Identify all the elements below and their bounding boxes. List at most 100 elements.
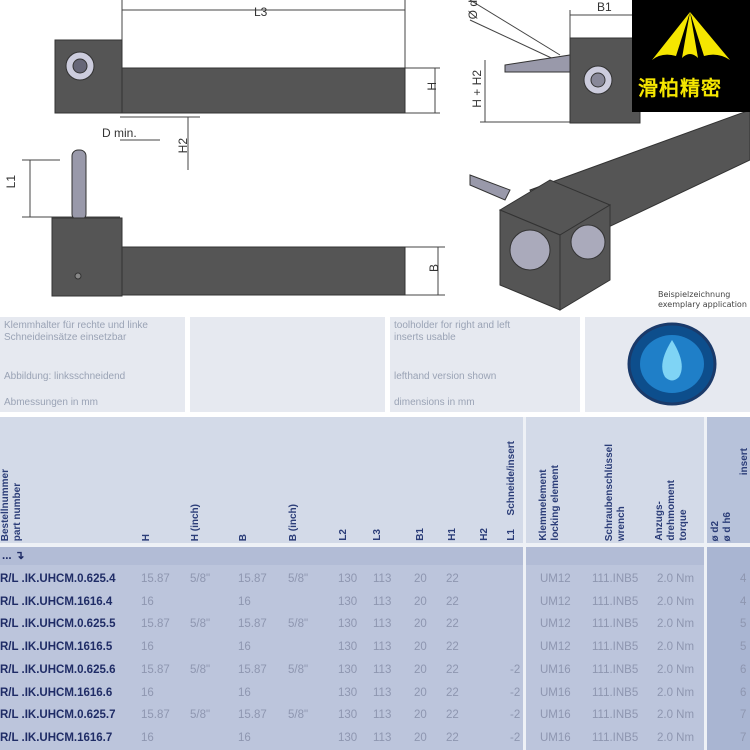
info-text: inserts usable: [394, 332, 456, 343]
cell-d2: 5: [740, 641, 747, 654]
cell-lock: UM12: [540, 641, 571, 654]
cell-h1: 22: [446, 686, 459, 699]
product-table: ... ↴: [0, 547, 750, 750]
cell-l2: 130: [338, 618, 358, 631]
cell-part: R/L .IK.UHCM.0.625.6: [0, 663, 116, 676]
header-h: H: [141, 533, 152, 541]
cell-b1: 20: [414, 595, 427, 608]
coolant-badge-box: [585, 317, 750, 412]
header-divider: [0, 543, 750, 547]
cell-torque: 2.0 Nm: [657, 573, 695, 585]
cell-h: 15.87: [141, 618, 170, 631]
cell-l3: 113: [373, 709, 392, 722]
cell-d2: 4: [740, 573, 747, 585]
cell-torque: 2.0 Nm: [657, 686, 695, 699]
cell-h: 15.87: [141, 709, 170, 722]
cell-wrench: 111.INB5: [592, 663, 639, 676]
cell-h1: 22: [446, 641, 459, 654]
header-insert: Schneide/insert: [506, 440, 517, 515]
dim-h-plus-h2: H + H2: [470, 70, 484, 108]
cell-h: 15.87: [141, 573, 170, 585]
header-b-inch: B (inch): [288, 503, 299, 541]
cell-h: 16: [141, 686, 154, 699]
header-h-inch: H (inch): [190, 503, 201, 541]
cell-l1: -2: [510, 686, 521, 699]
cell-lock: UM12: [540, 573, 571, 585]
cell-wrench: 111.INB5: [592, 641, 639, 654]
cell-l2: 130: [338, 709, 358, 722]
info-text: dimensions in mm: [394, 397, 475, 408]
cell-part: R/L .IK.UHCM.1616.6: [0, 686, 113, 699]
cell-b: 16: [238, 686, 251, 699]
info-text: Abmessungen in mm: [4, 397, 98, 408]
cell-wrench: 111.INB5: [592, 731, 639, 744]
cell-torque: 2.0 Nm: [657, 641, 695, 654]
cell-lock: UM16: [540, 663, 571, 676]
cell-part: R/L .IK.UHCM.0.625.5: [0, 618, 116, 631]
cell-h1: 22: [446, 595, 459, 608]
cell-torque: 2.0 Nm: [657, 709, 695, 722]
cell-l3: 113: [373, 595, 392, 608]
header-h1: H1: [447, 528, 458, 541]
cell-h: 16: [141, 595, 154, 608]
cell-l1: -2: [510, 731, 521, 744]
cell-b-inch: 5/8": [288, 618, 309, 631]
header-b1: B1: [415, 528, 426, 541]
cell-lock: UM16: [540, 709, 571, 722]
info-text: lefthand version shown: [394, 371, 497, 382]
cell-l1: -2: [510, 663, 521, 676]
cell-d2: 5: [740, 618, 747, 631]
cell-wrench: 111.INB5: [592, 595, 639, 608]
header-h2: H2: [479, 528, 490, 541]
dim-h2: H2: [176, 138, 190, 154]
info-text: Klemmhalter für rechte und linke: [4, 320, 148, 331]
cell-part: R/L .IK.UHCM.1616.5: [0, 641, 113, 654]
cell-h-inch: 5/8": [190, 663, 211, 676]
cell-part: R/L .IK.UHCM.1616.4: [0, 595, 113, 608]
cell-b1: 20: [414, 618, 427, 631]
cell-b: 15.87: [238, 709, 267, 722]
dim-d: Ø d: [466, 0, 480, 20]
cell-l1: -2: [510, 709, 521, 722]
cell-l3: 113: [373, 618, 392, 631]
logo-mark-icon: [652, 12, 730, 60]
cell-lock: UM16: [540, 686, 571, 699]
header-l2: L2: [338, 529, 349, 541]
dim-b: B: [427, 264, 441, 273]
cell-d2: 7: [740, 709, 747, 722]
info-en: toolholder for right and left inserts us…: [390, 317, 580, 412]
info-de: Klemmhalter für rechte und linke Schneid…: [0, 317, 185, 412]
info-blank: [190, 317, 385, 412]
cell-l2: 130: [338, 595, 358, 608]
cell-b: 15.87: [238, 573, 267, 585]
cell-b: 15.87: [238, 618, 267, 631]
cell-b1: 20: [414, 709, 427, 722]
info-text: Schneideinsätze einsetzbar: [4, 332, 127, 343]
cell-d2: 4: [740, 595, 747, 608]
cell-l2: 130: [338, 731, 358, 744]
technical-drawing: [22, 0, 750, 311]
cell-wrench: 111.INB5: [592, 618, 639, 631]
cell-b: 16: [238, 595, 251, 608]
dim-h: H: [425, 82, 439, 91]
cell-l3: 113: [373, 686, 392, 699]
cell-b1: 20: [414, 641, 427, 654]
header-b: B: [238, 533, 249, 541]
cell-part: R/L .IK.UHCM.0.625.4: [0, 573, 116, 585]
dim-l1: L1: [4, 175, 18, 189]
cell-b-inch: 5/8": [288, 573, 309, 585]
cell-b: 16: [238, 731, 251, 744]
cell-d2: 7: [740, 731, 747, 744]
insert-column-bg: [707, 547, 750, 750]
group-label: ... ↴: [2, 550, 25, 562]
cell-b: 16: [238, 641, 251, 654]
